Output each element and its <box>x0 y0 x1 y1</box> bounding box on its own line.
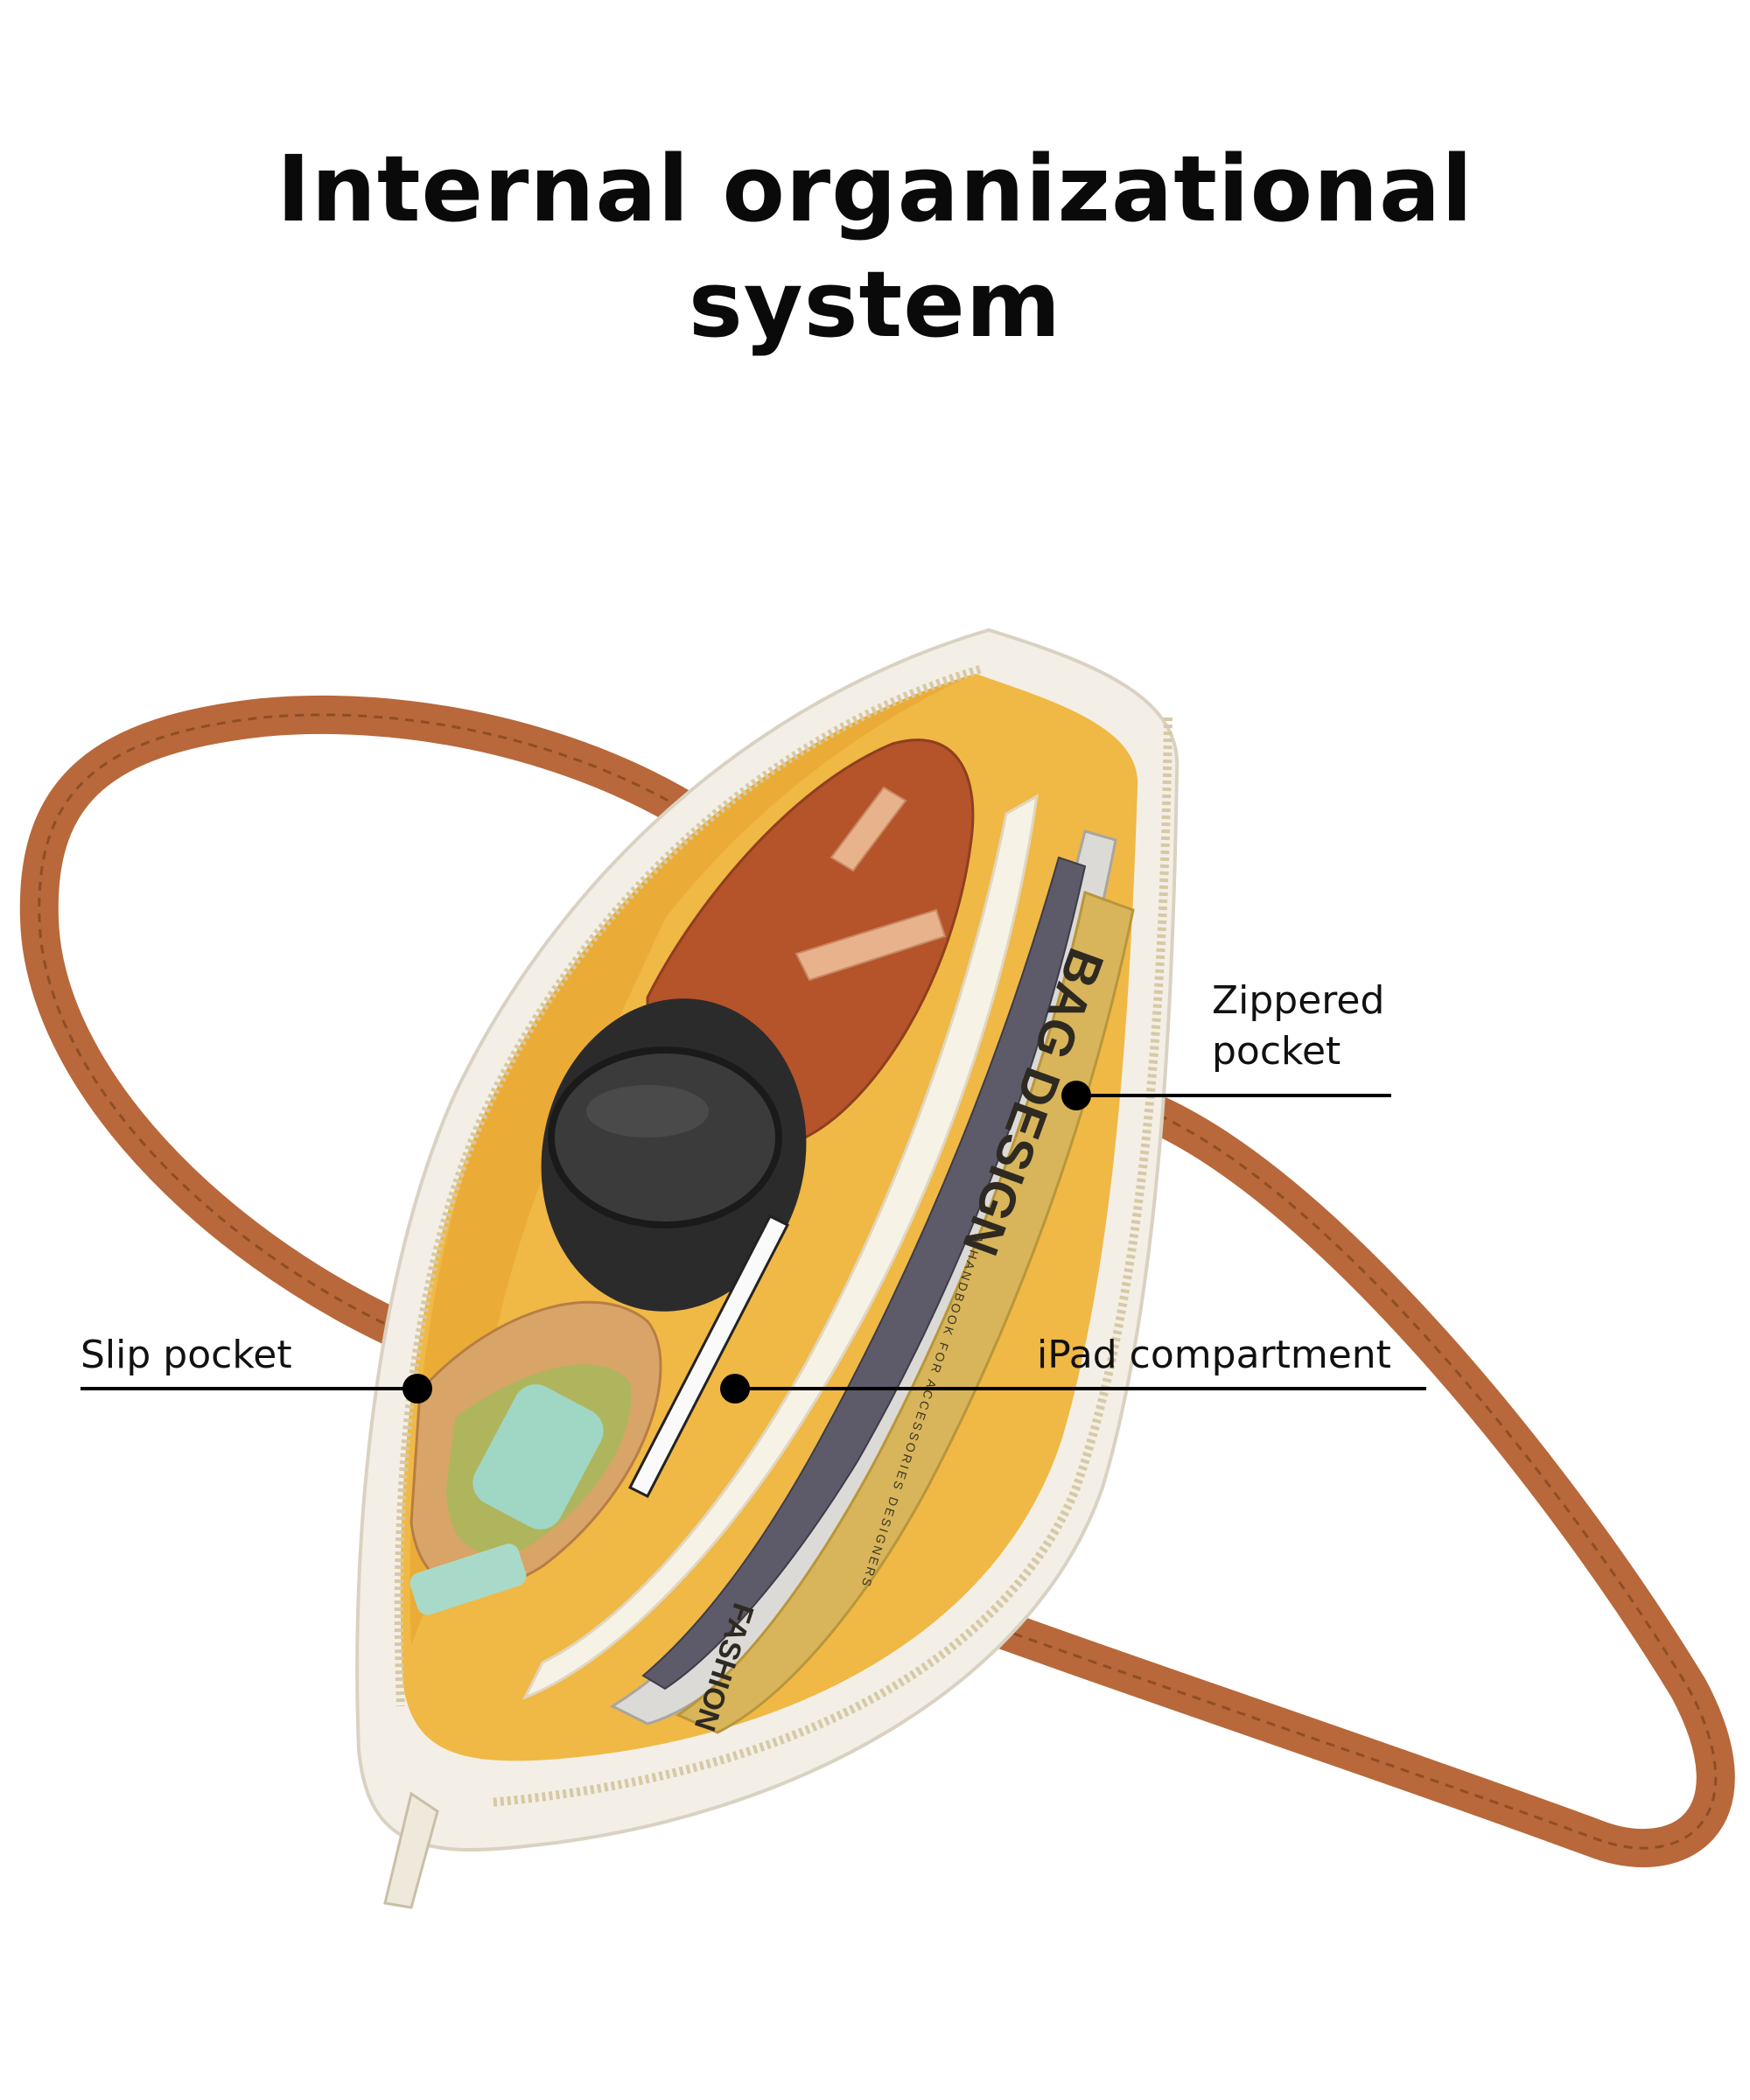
zippered-pocket-marker <box>1061 1081 1091 1110</box>
pouch-zip-tab-2 <box>830 786 907 872</box>
zipper-track-left <box>394 665 982 1707</box>
right-handle-strap-edge <box>857 1092 1718 1850</box>
ipad-compartment-marker <box>720 1374 750 1404</box>
zippered-pocket-leader-line <box>1076 1094 1391 1097</box>
page-title-line-2: system <box>688 251 1062 358</box>
food-container-lid <box>410 1544 527 1615</box>
pouch-zip-tab <box>794 908 947 982</box>
slip-pocket-marker <box>402 1374 432 1404</box>
ipad-device <box>641 856 1087 1690</box>
food-container-clip <box>472 1384 604 1530</box>
slip-pocket-panel <box>522 794 1039 1700</box>
tumbler-lid <box>548 1046 782 1228</box>
ipad-compartment-leader-line <box>735 1387 1426 1390</box>
bag-design-book <box>675 891 1135 1734</box>
page-title-line-1: Internal organizational <box>276 136 1474 242</box>
ipad-compartment-label: iPad compartment <box>1037 1333 1391 1377</box>
zippered-pocket-label: Zippered pocket <box>1212 976 1384 1077</box>
slip-pocket-leader-line <box>80 1387 417 1390</box>
page-title: Internal organizational system <box>0 131 1750 362</box>
slip-pocket-label: Slip pocket <box>80 1333 292 1377</box>
zipper-pull <box>383 1791 439 1909</box>
bag-lining-shadow <box>410 674 976 1645</box>
tumbler-lid-shine <box>586 1085 709 1138</box>
pen <box>627 1214 790 1499</box>
zippered-pocket-label-line-2: pocket <box>1212 1029 1341 1074</box>
left-handle-strap-edge <box>38 713 772 1332</box>
zippered-pocket-label-line-1: Zippered <box>1212 978 1385 1023</box>
zipper-track-right <box>489 717 1172 1807</box>
